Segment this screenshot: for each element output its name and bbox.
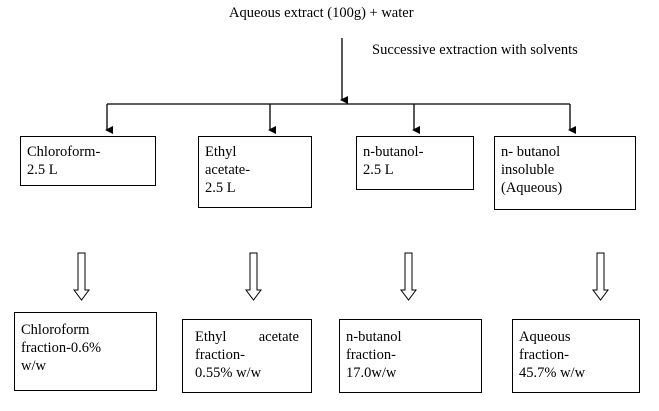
solvent-box-n-butanol: n-butanol- 2.5 L [356, 136, 474, 190]
fraction-box-chloroform: Chloroform fraction-0.6% w/w [14, 312, 157, 391]
solvent-box-ethyl-acetate: Ethyl acetate- 2.5 L [198, 136, 312, 208]
hollow-down-arrow-icon [73, 252, 90, 301]
fraction-yield: 45.7% w/w [519, 365, 586, 381]
solvent-label: (Aqueous) [501, 180, 563, 196]
solvent-label: Chloroform- [27, 144, 101, 160]
solvent-label: acetate- [205, 162, 251, 178]
fraction-label: Aqueous [519, 329, 571, 345]
solvent-volume: 2.5 L [27, 162, 58, 178]
solvent-box-aqueous: n- butanol insoluble (Aqueous) [494, 136, 636, 210]
solvent-label: Ethyl [205, 144, 237, 160]
fraction-label: n-butanol [346, 329, 402, 345]
solvent-label: n-butanol- [363, 144, 424, 160]
fraction-unit: w/w [21, 358, 46, 374]
fraction-box-ethyl-acetate: Ethyl acetate fraction- 0.55% w/w [182, 319, 312, 393]
hollow-down-arrow-icon [400, 252, 417, 301]
fraction-label: acetate [258, 329, 299, 345]
solvent-box-chloroform: Chloroform- 2.5 L [20, 136, 156, 186]
fraction-yield: fraction-0.6% [21, 340, 102, 356]
solvent-label: insoluble [501, 162, 555, 178]
diagram-title: Aqueous extract (100g) + water [229, 5, 414, 21]
fraction-label: Chloroform [21, 322, 90, 338]
solvent-volume: 2.5 L [363, 162, 394, 178]
fraction-yield: 0.55% w/w [195, 365, 262, 381]
fraction-label: fraction- [195, 347, 245, 363]
fraction-yield: 17.0w/w [346, 365, 397, 381]
hollow-down-arrow-icon [592, 252, 609, 301]
fraction-box-n-butanol: n-butanol fraction- 17.0w/w [339, 319, 482, 393]
fraction-label: Ethyl [195, 329, 227, 345]
fraction-label: fraction- [346, 347, 396, 363]
fraction-box-aqueous: Aqueous fraction- 45.7% w/w [512, 319, 640, 393]
hollow-down-arrow-icon [245, 252, 262, 301]
fraction-label: fraction- [519, 347, 569, 363]
process-label: Successive extraction with solvents [372, 42, 578, 58]
solvent-label: n- butanol [501, 144, 561, 160]
solvent-volume: 2.5 L [205, 180, 236, 196]
